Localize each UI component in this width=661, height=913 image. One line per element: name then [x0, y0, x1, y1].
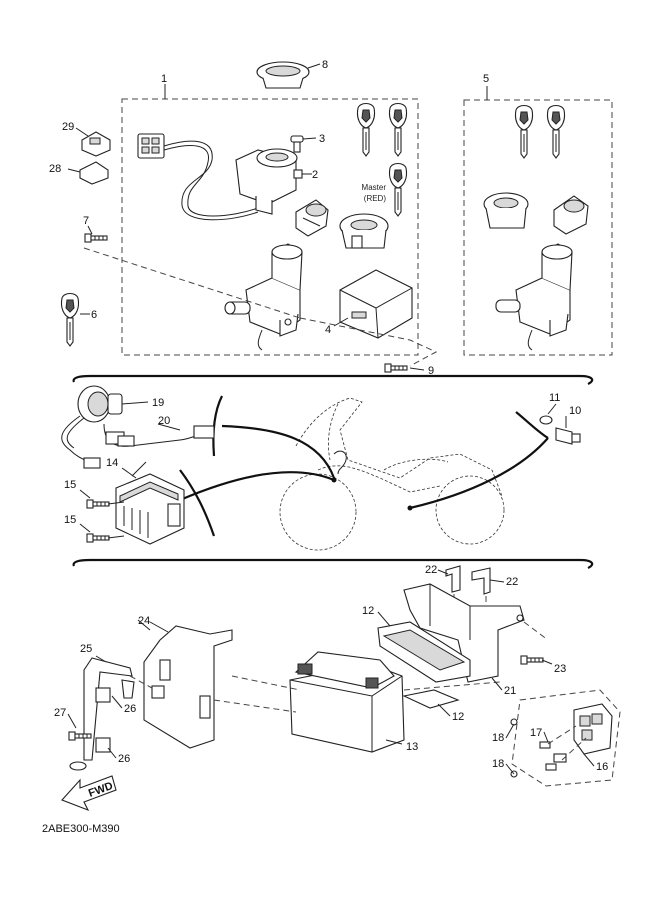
callout-15-lower: 15 — [64, 514, 76, 526]
callout-7: 7 — [83, 215, 89, 227]
callout-20: 20 — [158, 415, 170, 427]
screw-part-3 — [290, 135, 317, 153]
relay-box-part-16 — [510, 689, 621, 787]
callout-8: 8 — [322, 59, 328, 71]
callout-22-right: 22 — [506, 576, 518, 588]
sensor-part-10 — [539, 415, 581, 445]
callout-11: 11 — [549, 392, 560, 404]
callout-19: 19 — [152, 397, 164, 409]
callout-5: 5 — [483, 73, 489, 85]
callout-13: 13 — [406, 741, 418, 753]
battery-part-13 — [289, 651, 405, 753]
seat-lock-cap — [339, 213, 389, 249]
spare-kit-box — [463, 99, 613, 356]
battery-holder-part-24 — [143, 621, 233, 749]
callout-18-upper: 18 — [492, 732, 504, 744]
cap-part-8 — [256, 61, 321, 89]
callout-26-lower: 26 — [118, 753, 130, 765]
master-key-color: (RED) — [364, 194, 387, 203]
clips-part-22 — [445, 565, 491, 595]
bolt-icon — [86, 533, 110, 543]
bolt-icon — [86, 499, 110, 509]
callout-15-upper: 15 — [64, 479, 76, 491]
regulator-part-14 — [115, 467, 185, 545]
callout-1: 1 — [161, 73, 167, 85]
callout-16: 16 — [596, 761, 608, 773]
callout-26-upper: 26 — [124, 703, 136, 715]
callout-23: 23 — [554, 663, 566, 675]
spare-switch-assembly — [495, 243, 573, 351]
callout-24: 24 — [138, 615, 150, 627]
callout-29: 29 — [62, 121, 74, 133]
callout-10: 10 — [569, 405, 581, 417]
clamp-part-28 — [67, 161, 109, 185]
callout-27: 27 — [54, 707, 66, 719]
fwd-arrow-icon: FWD — [61, 775, 117, 812]
bolt-icon — [384, 363, 408, 373]
callout-18-lower: 18 — [492, 758, 504, 770]
key-icon — [388, 102, 408, 157]
key-icon — [546, 104, 566, 159]
main-switch-harness — [137, 133, 259, 221]
battery-band-part-21 — [403, 583, 525, 683]
pad-part-12 — [377, 621, 471, 709]
callout-12-upper: 12 — [362, 605, 374, 617]
sensor-part-19 — [61, 385, 149, 463]
figure-id: 2ABE300-M390 — [42, 823, 120, 835]
bolt-icon — [520, 655, 544, 665]
immobilizer-unit-part-4 — [333, 269, 413, 339]
key-icon — [388, 162, 408, 217]
section-bracket-top — [72, 374, 594, 385]
key-icon — [356, 102, 376, 157]
callout-6: 6 — [91, 309, 97, 321]
callout-12-lower: 12 — [452, 711, 464, 723]
bolt-icon — [84, 233, 108, 243]
callout-21: 21 — [504, 685, 516, 697]
section-bracket-middle — [72, 558, 594, 569]
fwd-label: FWD — [87, 780, 115, 800]
callout-4: 4 — [325, 324, 331, 336]
spare-lock-cap — [483, 192, 529, 229]
master-key-label: Master — [362, 183, 387, 192]
callout-2: 2 — [312, 169, 318, 181]
lock-cylinder — [295, 199, 329, 237]
scooter-silhouette — [279, 397, 505, 551]
main-switch-assembly — [224, 243, 303, 351]
callout-3: 3 — [319, 133, 325, 145]
harness-part-20 — [83, 423, 215, 469]
key-icon — [514, 104, 534, 159]
callout-22-left: 22 — [425, 564, 437, 576]
key-icon — [60, 292, 80, 347]
callout-14: 14 — [106, 457, 118, 469]
callout-28: 28 — [49, 163, 61, 175]
connector-cover-part-29 — [75, 127, 111, 157]
callout-9: 9 — [428, 365, 434, 377]
main-kit-box — [121, 98, 419, 356]
bracket-part-25 — [68, 655, 135, 771]
callout-25: 25 — [80, 643, 92, 655]
ignition-cylinder-part-2 — [235, 148, 312, 215]
callout-17: 17 — [530, 727, 542, 739]
spare-lock-cylinder — [553, 195, 589, 235]
